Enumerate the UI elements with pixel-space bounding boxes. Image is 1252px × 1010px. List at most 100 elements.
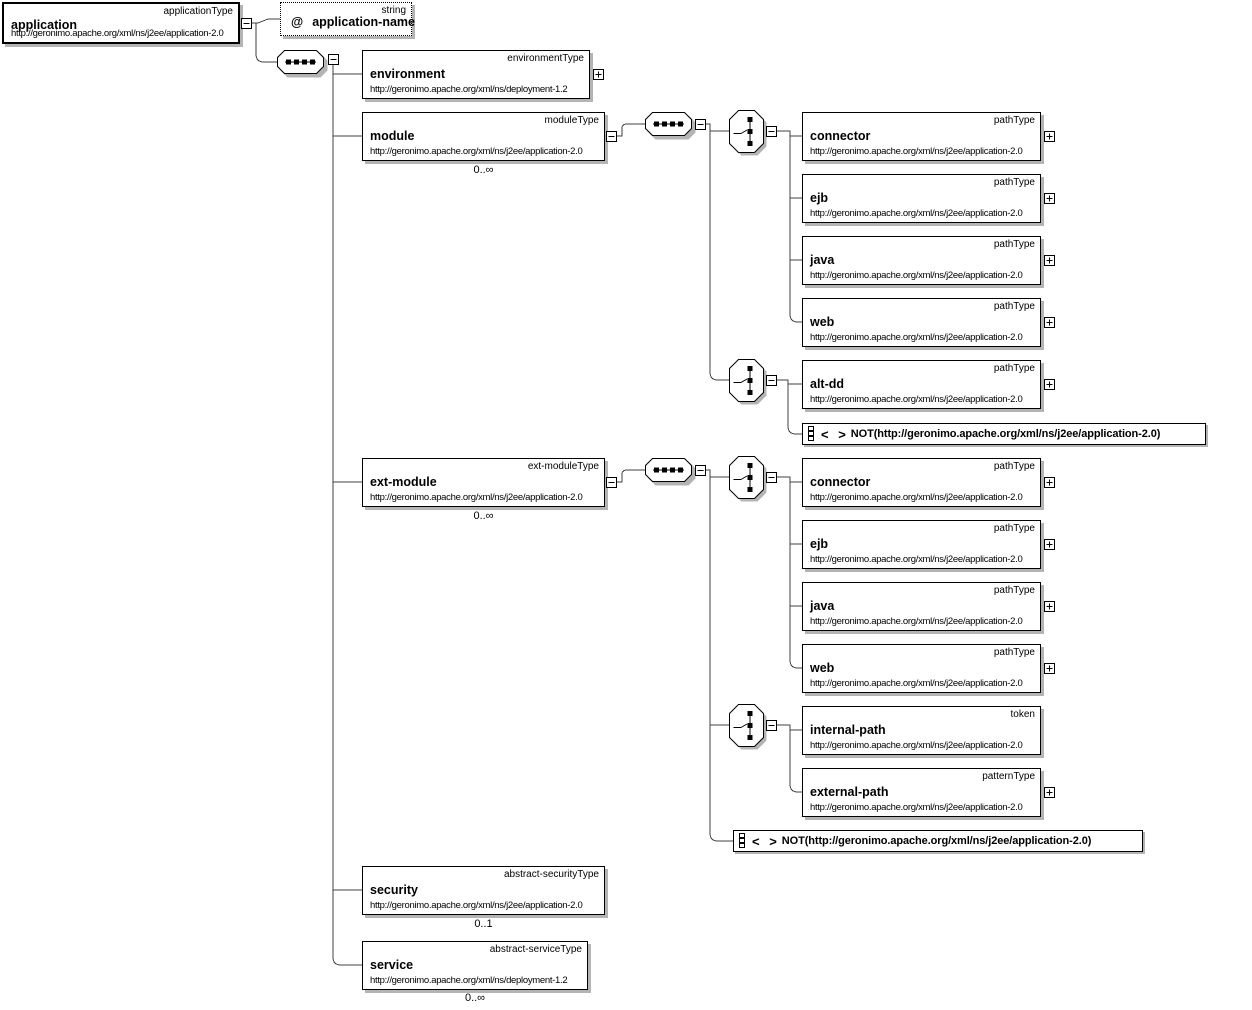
namespace-label: http://geronimo.apache.org/xml/ns/j2ee/a… — [810, 208, 1023, 219]
element-name: web — [810, 661, 835, 675]
expand-icon[interactable] — [1044, 193, 1055, 204]
namespace-label: http://geronimo.apache.org/xml/ns/j2ee/a… — [810, 332, 1023, 343]
collapse-icon[interactable] — [766, 472, 777, 483]
element-box-web[interactable]: pathType web http://geronimo.apache.org/… — [802, 644, 1041, 693]
collapse-icon[interactable] — [328, 54, 339, 65]
element-name: service — [370, 958, 414, 972]
element-box-service[interactable]: abstract-serviceType service http://gero… — [362, 941, 588, 990]
element-box-ejb[interactable]: pathType ejb http://geronimo.apache.org/… — [802, 174, 1041, 223]
collapse-icon[interactable] — [606, 131, 617, 142]
element-name: alt-dd — [810, 377, 845, 391]
expand-icon[interactable] — [1044, 255, 1055, 266]
sequence-icon[interactable] — [645, 112, 696, 140]
sequence-icon[interactable] — [277, 50, 328, 78]
type-label: pathType — [993, 115, 1035, 126]
type-label: pathType — [993, 647, 1035, 658]
type-label: pathType — [993, 523, 1035, 534]
namespace-label: http://geronimo.apache.org/xml/ns/j2ee/a… — [370, 900, 583, 911]
expand-icon[interactable] — [1044, 601, 1055, 612]
expand-icon[interactable] — [1044, 131, 1055, 142]
type-label: moduleType — [544, 115, 599, 126]
type-label: pathType — [993, 461, 1035, 472]
element-name: ejb — [810, 191, 829, 205]
element-box-environment[interactable]: environmentType environment http://geron… — [362, 50, 590, 99]
namespace-label: http://geronimo.apache.org/xml/ns/j2ee/a… — [810, 554, 1023, 565]
wildcard-not-box[interactable]: < > NOT(http://geronimo.apache.org/xml/n… — [802, 423, 1206, 445]
type-label: applicationType — [163, 6, 234, 17]
expand-icon[interactable] — [1044, 477, 1055, 488]
element-box-security[interactable]: abstract-securityType security http://ge… — [362, 866, 605, 915]
element-name: environment — [370, 67, 446, 81]
type-label: pathType — [993, 363, 1035, 374]
element-name: external-path — [810, 785, 889, 799]
element-box-web[interactable]: pathType web http://geronimo.apache.org/… — [802, 298, 1041, 347]
collapse-icon[interactable] — [766, 126, 777, 137]
namespace-label: http://geronimo.apache.org/xml/ns/j2ee/a… — [11, 28, 224, 39]
choice-icon[interactable] — [729, 456, 768, 503]
namespace-label: http://geronimo.apache.org/xml/ns/deploy… — [370, 975, 568, 986]
wildcard-label: NOT(http://geronimo.apache.org/xml/ns/j2… — [850, 428, 1161, 440]
collapse-icon[interactable] — [695, 465, 706, 476]
expand-icon[interactable] — [1044, 539, 1055, 550]
namespace-label: http://geronimo.apache.org/xml/ns/j2ee/a… — [810, 270, 1023, 281]
namespace-label: http://geronimo.apache.org/xml/ns/j2ee/a… — [810, 146, 1023, 157]
wildcard-not-box[interactable]: < > NOT(http://geronimo.apache.org/xml/n… — [733, 830, 1143, 852]
element-box-application[interactable]: applicationType application http://geron… — [2, 2, 240, 44]
type-label: string — [381, 5, 406, 16]
element-name: connector — [810, 475, 871, 489]
collapse-icon[interactable] — [241, 18, 252, 29]
namespace-label: http://geronimo.apache.org/xml/ns/j2ee/a… — [810, 678, 1023, 689]
cardinality-label: 0..1 — [474, 918, 493, 930]
wildcard-label: NOT(http://geronimo.apache.org/xml/ns/j2… — [781, 835, 1092, 847]
choice-icon[interactable] — [729, 110, 768, 157]
collapse-icon[interactable] — [695, 119, 706, 130]
choice-icon[interactable] — [729, 359, 768, 406]
type-label: abstract-securityType — [503, 869, 599, 880]
element-name: java — [810, 253, 835, 267]
collapse-icon[interactable] — [766, 720, 777, 731]
element-box-ext-module[interactable]: ext-moduleType ext-module http://geronim… — [362, 458, 605, 507]
element-box-java[interactable]: pathType java http://geronimo.apache.org… — [802, 582, 1041, 631]
angle-brackets-icon: < > — [821, 426, 849, 442]
collapse-icon[interactable] — [606, 477, 617, 488]
cardinality-label: 0..∞ — [473, 510, 494, 522]
collapse-icon[interactable] — [766, 375, 777, 386]
element-box-java[interactable]: pathType java http://geronimo.apache.org… — [802, 236, 1041, 285]
expand-icon[interactable] — [1044, 379, 1055, 390]
type-label: pathType — [993, 177, 1035, 188]
attribute-box-application-name[interactable]: string @ application-name — [280, 2, 415, 36]
element-name: connector — [810, 129, 871, 143]
element-name: ext-module — [370, 475, 437, 489]
element-box-internal-path[interactable]: token internal-path http://geronimo.apac… — [802, 706, 1041, 755]
element-box-module[interactable]: moduleType module http://geronimo.apache… — [362, 112, 605, 161]
namespace-label: http://geronimo.apache.org/xml/ns/j2ee/a… — [370, 492, 583, 503]
expand-icon[interactable] — [1044, 787, 1055, 798]
angle-brackets-icon: < > — [752, 833, 780, 849]
namespace-label: http://geronimo.apache.org/xml/ns/j2ee/a… — [810, 394, 1023, 405]
choice-icon[interactable] — [729, 704, 768, 751]
element-box-external-path[interactable]: patternType external-path http://geronim… — [802, 768, 1041, 817]
wildcard-icon — [739, 833, 745, 848]
element-box-alt-dd[interactable]: pathType alt-dd http://geronimo.apache.o… — [802, 360, 1041, 409]
type-label: ext-moduleType — [527, 461, 599, 472]
expand-icon[interactable] — [1044, 317, 1055, 328]
expand-icon[interactable] — [593, 69, 604, 80]
type-label: environmentType — [507, 53, 584, 64]
element-name: internal-path — [810, 723, 886, 737]
sequence-icon[interactable] — [645, 458, 696, 486]
namespace-label: http://geronimo.apache.org/xml/ns/j2ee/a… — [370, 146, 583, 157]
element-box-ejb[interactable]: pathType ejb http://geronimo.apache.org/… — [802, 520, 1041, 569]
namespace-label: http://geronimo.apache.org/xml/ns/j2ee/a… — [810, 802, 1023, 813]
attribute-name: application-name — [312, 15, 415, 29]
type-label: abstract-serviceType — [489, 944, 582, 955]
cardinality-label: 0..∞ — [464, 992, 486, 1004]
element-box-connector[interactable]: pathType connector http://geronimo.apach… — [802, 458, 1041, 507]
wildcard-icon — [808, 426, 814, 441]
attribute-prefix: @ — [291, 15, 304, 29]
type-label: patternType — [982, 771, 1035, 782]
element-box-connector[interactable]: pathType connector http://geronimo.apach… — [802, 112, 1041, 161]
expand-icon[interactable] — [1044, 663, 1055, 674]
element-name: security — [370, 883, 418, 897]
